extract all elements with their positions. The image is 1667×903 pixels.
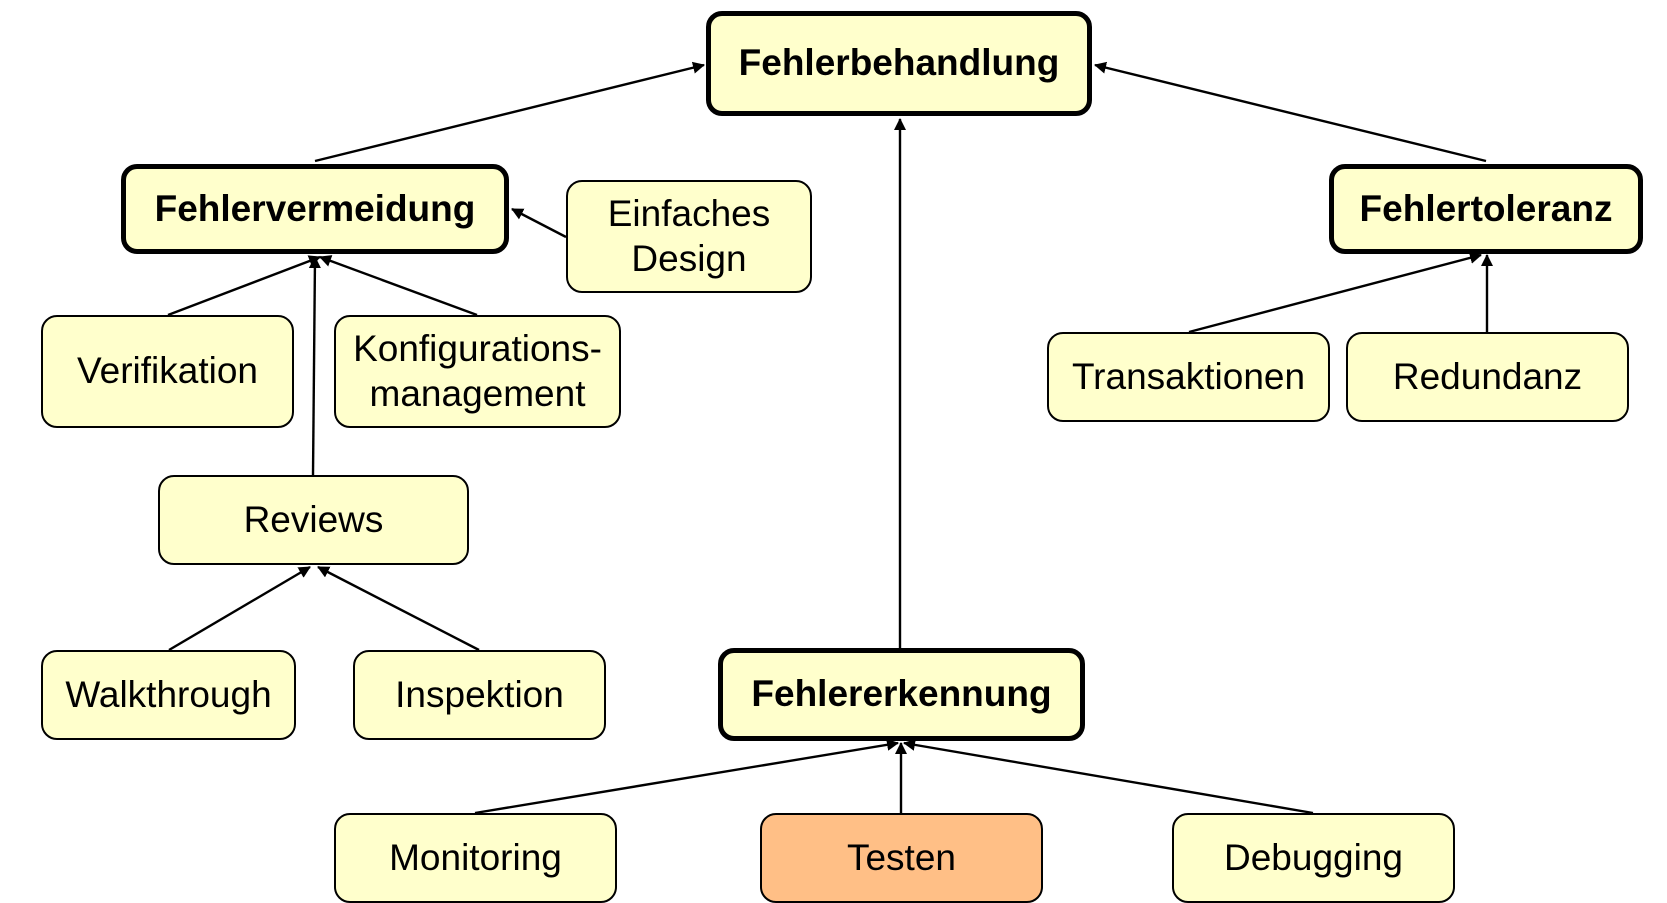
node-verifikation-label: Verifikation [77,350,258,392]
node-fehlertoleranz: Fehlertoleranz [1329,164,1643,254]
node-verifikation: Verifikation [41,315,294,428]
node-redundanz: Redundanz [1346,332,1629,422]
node-monitoring-label: Monitoring [389,836,562,878]
node-testen-label: Testen [846,836,956,878]
edge-reviews-to-fehlervermeidung [308,256,321,476]
node-fehlererkennung: Fehlererkennung [718,648,1085,741]
node-walkthrough: Walkthrough [41,650,296,740]
node-testen: Testen [760,813,1043,903]
node-transaktionen: Transaktionen [1047,332,1330,422]
edge-monitoring-to-fehlererkennung [474,738,899,815]
node-fehlererkennung-label: Fehlererkennung [751,673,1052,715]
node-debugging-label: Debugging [1224,836,1403,878]
node-walkthrough-label: Walkthrough [65,673,272,715]
node-konfigurationsmanagement-label: Konfigurations- management [353,328,602,414]
edge-verifikation-to-fehlervermeidung [167,255,321,317]
node-inspektion: Inspektion [353,650,606,740]
node-inspektion-label: Inspektion [395,673,564,715]
edge-debugging-to-fehlererkennung [903,738,1314,815]
edge-transaktionen-to-fehlertoleranz [1188,252,1482,334]
node-fehlervermeidung: Fehlervermeidung [121,164,509,254]
node-reviews-label: Reviews [243,498,384,540]
edge-fehlertoleranz-to-fehlerbehandlung [1094,61,1487,163]
node-monitoring: Monitoring [334,813,617,903]
edge-konfigurationsmanagement-to-fehlervermeidung [319,255,478,317]
node-einfaches-design: Einfaches Design [566,180,812,293]
node-fehlertoleranz-label: Fehlertoleranz [1359,187,1613,229]
node-redundanz-label: Redundanz [1392,355,1583,397]
node-transaktionen-label: Transaktionen [1071,355,1306,397]
node-debugging: Debugging [1172,813,1455,903]
edge-einfaches-design-to-fehlervermeidung [511,207,567,239]
node-einfaches-design-label: Einfaches Design [607,193,771,279]
node-reviews: Reviews [158,475,469,565]
edge-inspektion-to-reviews [317,565,480,652]
node-fehlerbehandlung: Fehlerbehandlung [706,11,1092,116]
node-fehlervermeidung-label: Fehlervermeidung [154,187,476,229]
edge-fehlervermeidung-to-fehlerbehandlung [314,61,705,163]
node-fehlerbehandlung-label: Fehlerbehandlung [738,42,1060,84]
edge-walkthrough-to-reviews [168,565,311,652]
node-konfigurationsmanagement: Konfigurations- management [334,315,621,428]
